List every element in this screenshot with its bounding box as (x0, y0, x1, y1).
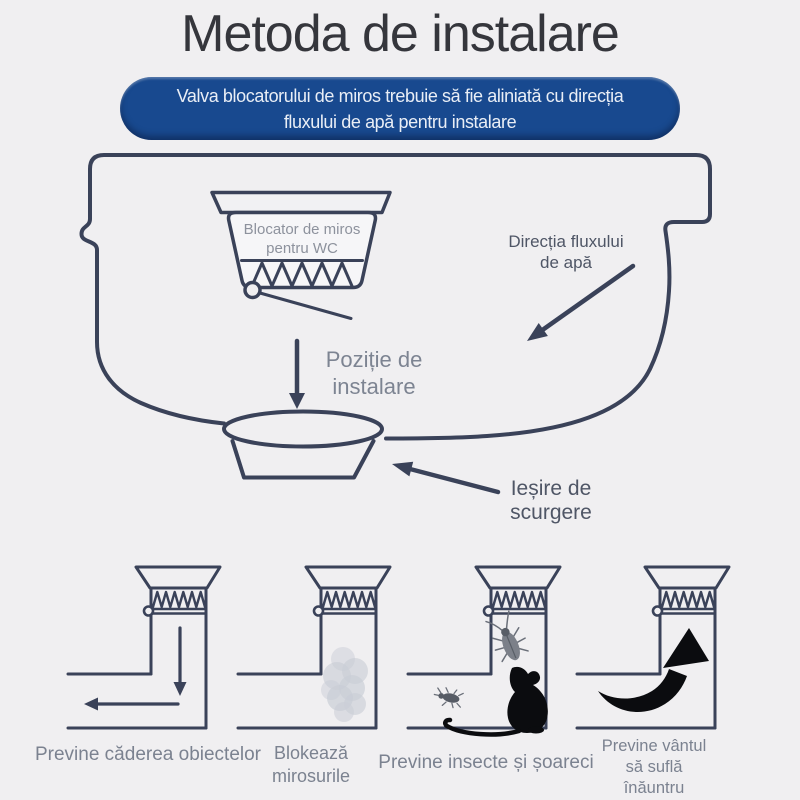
water-flow-arrow (527, 263, 636, 341)
instruction-banner: Valva blocatorului de miros trebuie să f… (120, 77, 680, 140)
pipe-insects-mice-icon (406, 565, 562, 737)
banner-text-line1: Valva blocatorului de miros trebuie să f… (176, 85, 624, 106)
drain-outlet-label: Ieșire de scurgere (510, 477, 592, 524)
benefit-label-wind: Previne vântul să suflă înăuntru (601, 737, 707, 797)
toilet-outline (79, 153, 712, 441)
pipe-falling-objects-icon (66, 565, 222, 730)
wind-up-arrow-icon (598, 628, 709, 713)
benefit-label-falling-objects: Previne căderea obiectelor (34, 744, 262, 765)
left-arrow-icon (84, 697, 180, 711)
install-position-arrow (289, 338, 305, 409)
benefit-label-odors: Blokează mirosurile (271, 743, 350, 786)
drain-bowl (222, 409, 384, 480)
benefit-label-insects-mice: Previne insecte și șoareci (378, 752, 594, 773)
drain-outlet-arrow (392, 461, 501, 495)
smoke-icon (321, 647, 368, 722)
pipe-odor-smoke-icon (236, 565, 392, 730)
valve-flap-line (258, 291, 353, 320)
page-title: Metoda de instalare (181, 5, 620, 63)
valve-pivot-icon (243, 280, 262, 300)
small-bug-icon (433, 687, 464, 709)
down-arrow-icon (173, 626, 187, 696)
cockroach-icon (485, 610, 529, 663)
flow-direction-label: Direcția fluxului de apă (508, 232, 624, 272)
device-label: Blocator de miros pentru WC (243, 221, 361, 257)
banner-text-line2: fluxului de apă pentru instalare (283, 111, 517, 132)
install-position-label: Poziție de instalare (325, 347, 423, 399)
valve-zigzag-icon (250, 261, 354, 288)
pipe-wind-icon (575, 565, 731, 730)
mouse-icon (442, 666, 548, 737)
odor-blocker-device (210, 190, 392, 320)
